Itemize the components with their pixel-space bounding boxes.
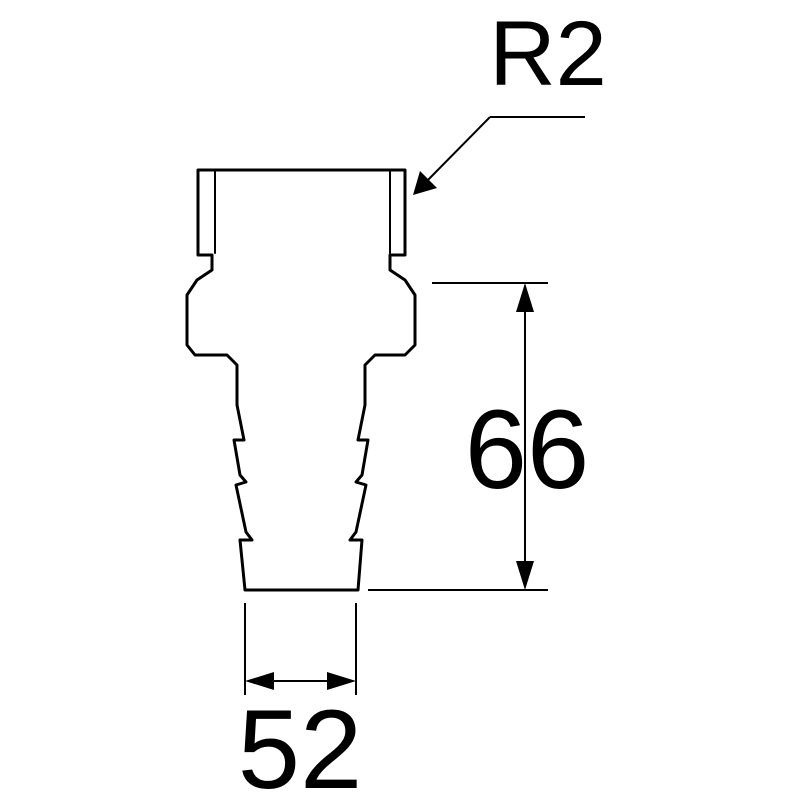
- width-dimension-label: 52: [238, 687, 363, 800]
- thread-size-label: R2: [489, 3, 607, 105]
- width-arrow-left: [245, 672, 274, 690]
- fitting-body-outline: [185, 168, 417, 592]
- height-dimension-label: 66: [465, 387, 590, 512]
- thread-leader-arrowhead: [413, 171, 437, 195]
- width-arrow-right: [327, 672, 356, 690]
- height-arrow-bottom: [516, 561, 534, 590]
- thread-leader-diagonal: [424, 116, 491, 184]
- height-arrow-top: [516, 283, 534, 312]
